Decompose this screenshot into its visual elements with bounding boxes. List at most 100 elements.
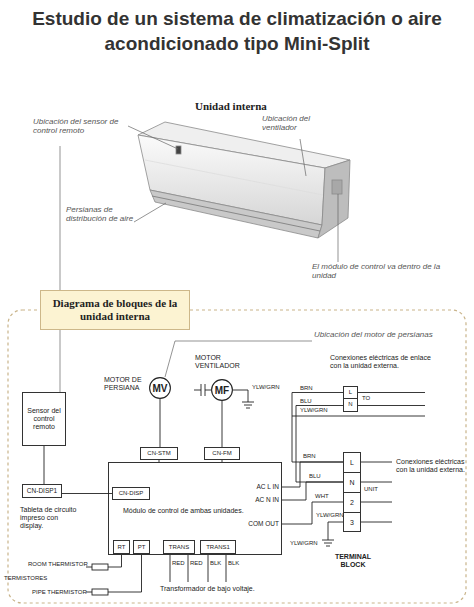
heading-box: Diagrama de bloques de la unidad interna [40, 290, 190, 330]
node-text: AC L IN [205, 483, 279, 491]
node-text: Diagrama de bloques de la unidad interna [42, 297, 188, 323]
node-text: Módulo de control de ambas unidades. [123, 507, 273, 515]
annotation-label: BLK [210, 560, 226, 567]
node-text: TRANS1 [206, 544, 230, 551]
wiring [322, 522, 343, 546]
annotation-label: Ubicación del sensor de control remoto [33, 117, 128, 135]
dashed-enclosure [8, 310, 466, 603]
annotation-label: MOTOR DE PERSIANA [104, 376, 152, 392]
wire-color-label: WHT [315, 493, 329, 500]
wiring [170, 555, 226, 582]
wire-connector [282, 502, 343, 524]
indoor-unit-illustration [152, 196, 320, 231]
indoor-unit-illustration [332, 180, 342, 194]
connector-box: CN-STM [140, 447, 178, 460]
leader-line [128, 126, 178, 149]
annotation-label: Conexiones eléctricas con la unidad exte… [396, 458, 466, 474]
wire-connector [292, 393, 343, 463]
wiring [233, 390, 254, 408]
wire-connector [44, 446, 45, 484]
wire-connector [296, 406, 343, 483]
wire-connector [282, 482, 343, 500]
annotation-label: YLW/GRN [300, 407, 334, 414]
wire-color-label: BRN [303, 453, 316, 460]
node-text: CN-DISP [119, 490, 144, 497]
control-module: Módulo de control de ambas unidades. AC L… [108, 462, 282, 555]
wire-connector [160, 399, 161, 447]
page-title: Estudio de un sistema de climatización o… [29, 6, 445, 56]
node-text: L [344, 387, 357, 399]
annotation-label: TERMISTORES [4, 575, 54, 582]
annotation-label: Tableta de circuito impreso con display. [20, 506, 78, 530]
node-text: TRANS [169, 544, 189, 551]
wiring [92, 589, 108, 595]
annotation-label: UNIT [364, 486, 388, 493]
node-text: PT [138, 544, 146, 551]
connector-box: RT [113, 540, 130, 554]
leader-line [300, 139, 306, 176]
leader-line [60, 126, 338, 392]
connector-box: CN-FM [204, 447, 240, 460]
node-text: N [344, 473, 360, 493]
indoor-unit-illustration [176, 146, 181, 154]
node-text: N [344, 399, 357, 411]
wiring [92, 564, 108, 570]
wire-color-label: BRN [300, 385, 313, 392]
motor-circle: MF [211, 379, 233, 401]
node-text: CN-FM [212, 450, 231, 457]
indoor-unit-illustration [318, 160, 350, 238]
annotation-label: Ubicación del ventilador [262, 114, 332, 132]
annotation-label: YLW/GRN [290, 540, 322, 547]
annotation-label: Conexiones eléctricas de enlace con la u… [330, 354, 440, 370]
wiring [358, 393, 425, 406]
wiring [292, 416, 425, 417]
leader-line [338, 194, 339, 262]
leader-line [134, 203, 166, 222]
wiring [194, 384, 211, 396]
node-text: 2 [344, 493, 360, 513]
connector-box: TRANS [163, 540, 195, 554]
node-text: MV [153, 383, 168, 394]
wiring [361, 462, 392, 522]
leader-line [60, 146, 61, 392]
wire-connector [222, 401, 223, 447]
node-text: AC N IN [205, 496, 279, 504]
node-text: L [344, 453, 360, 473]
connector-box: PT [133, 540, 150, 554]
annotation-label: Unidad interna [195, 100, 315, 113]
node-text: CN-DISP1 [27, 487, 57, 494]
annotation-label: PIPE THERMISTOR [32, 589, 92, 596]
wiring [86, 555, 142, 592]
annotation-label: YLW/GRN [316, 512, 344, 519]
node-text: COM OUT [205, 520, 279, 528]
indoor-unit-illustration [138, 122, 350, 238]
wiring [86, 384, 425, 595]
connector-box: CN-DISP1 [22, 484, 62, 498]
annotation-label: BLK [228, 560, 244, 567]
circle-outline [212, 380, 233, 401]
annotation-label: RED [172, 560, 188, 567]
annotation-label: RED [190, 560, 206, 567]
node-text: RT [118, 544, 126, 551]
terminal-block: LN [343, 386, 358, 412]
annotation-label: Ubicación del motor de persianas [314, 330, 434, 339]
motor-circle: MV [149, 377, 171, 399]
wire-connector [282, 462, 343, 487]
indoor-unit-illustration [145, 160, 323, 195]
node-text: MF [215, 385, 229, 396]
node-text: Sensor del control remoto [24, 407, 64, 430]
wire-color-label: BLU [300, 398, 312, 405]
connector-box: CN-DISP [112, 487, 150, 500]
annotation-label: Persianas de distribución de aire [66, 205, 136, 223]
terminal-block: LN23TERMINAL BLOCK [343, 452, 361, 532]
node-text: TERMINAL BLOCK [333, 553, 373, 568]
wire-color-label: BLU [309, 473, 321, 480]
node-text: 3 [344, 513, 360, 532]
wire-connector [62, 493, 112, 494]
indoor-unit-illustration [150, 190, 322, 238]
annotation-label: ROOM THERMISTOR [28, 561, 92, 568]
annotation-label: YLW/GRN [252, 384, 286, 391]
annotation-label: MOTOR VENTILADOR [195, 354, 249, 370]
node-text: CN-STM [147, 450, 170, 457]
